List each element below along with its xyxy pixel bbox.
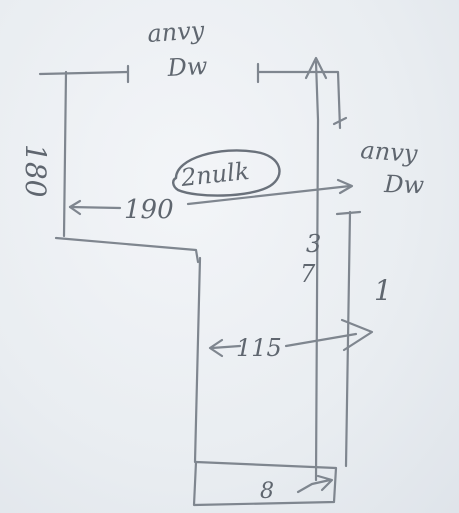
base-rectangle	[192, 460, 338, 507]
vertical-pipe-line	[314, 60, 320, 482]
outline-top-edge-left	[38, 70, 130, 76]
right-note-line2: Dw	[383, 170, 425, 199]
outline-top-edge-right	[256, 70, 342, 130]
outline-left-edge	[62, 70, 68, 238]
outline-stem-right-edge	[344, 210, 352, 468]
stem-width-arrow-right	[284, 318, 374, 352]
top-note-line1: anvy	[146, 16, 205, 48]
circled-note-arrow-line	[186, 184, 352, 206]
left-dimension-label: 180	[19, 144, 52, 197]
stem-width-arrow-left	[208, 338, 242, 358]
vertical-pipe-arrow-head	[304, 56, 328, 80]
right-small-mark-3: 1	[374, 274, 392, 307]
outline-step-edge	[54, 236, 200, 264]
right-note-line1: anvy	[360, 136, 419, 168]
right-note-leader	[332, 116, 348, 126]
circled-note-text: 2nulk	[179, 157, 251, 192]
top-note-line2: Dw	[166, 52, 209, 82]
right-small-mark-1: 3	[306, 230, 321, 258]
circled-note-ring	[172, 149, 281, 197]
circled-note-arrow-head	[336, 178, 354, 195]
right-small-mark-2: 7	[300, 260, 316, 288]
stem-width-label: 115	[236, 334, 282, 362]
width-190-arrow-line	[68, 205, 122, 210]
base-note: 8	[260, 479, 274, 504]
width-190-label: 190	[124, 195, 174, 225]
width-190-arrow-head	[68, 199, 82, 216]
base-arrow	[296, 474, 334, 494]
outline-stem-left-edge	[193, 256, 202, 464]
outline-upper-right-gap	[335, 210, 362, 216]
